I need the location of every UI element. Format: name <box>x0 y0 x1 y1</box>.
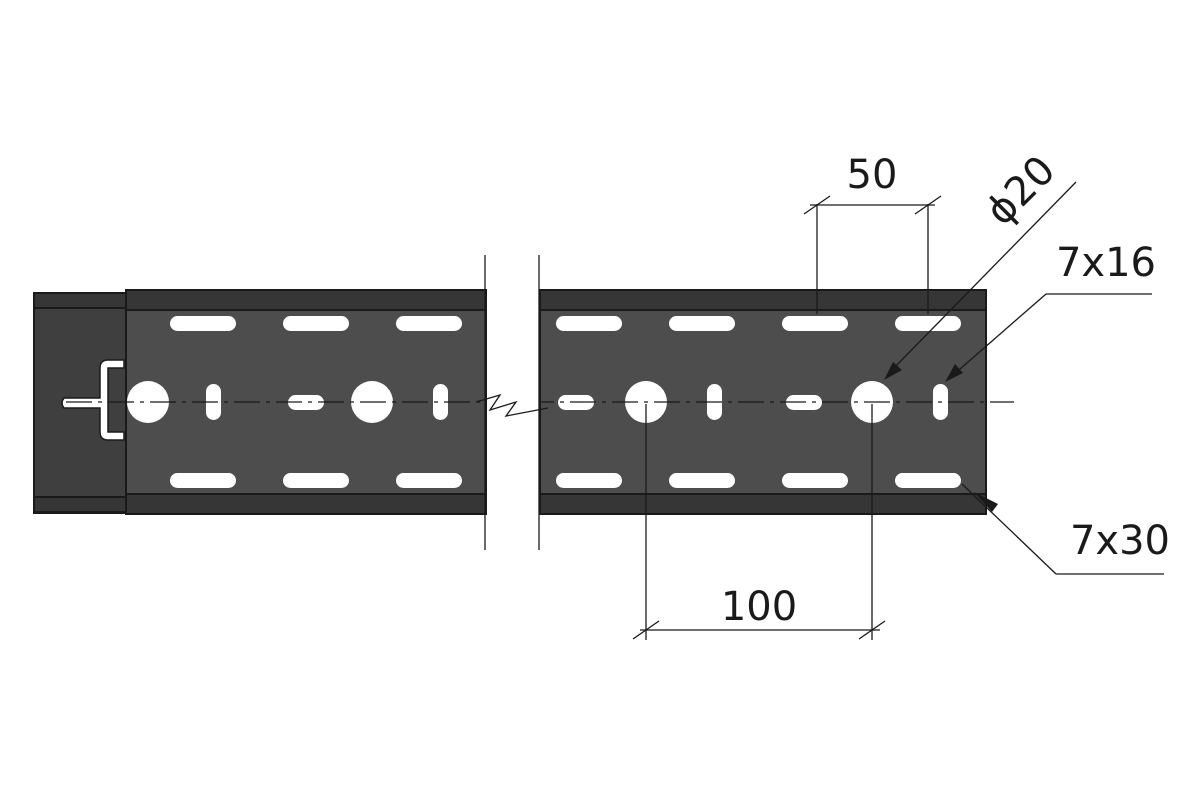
tray-segment-left <box>125 289 487 515</box>
small-slot-horizontal <box>288 395 324 410</box>
long-slot-bottom <box>556 473 622 488</box>
dimension-slot-pitch: 50 <box>803 152 942 314</box>
long-slot-label: 7x30 <box>1070 518 1170 564</box>
latch-clip <box>61 359 125 441</box>
round-hole <box>127 381 169 423</box>
long-slot-bottom <box>669 473 735 488</box>
long-slot-bottom <box>170 473 236 488</box>
hole-diameter-label: ϕ20 <box>977 147 1064 234</box>
tray-coupler-end <box>33 292 131 514</box>
long-slot-top <box>782 316 848 331</box>
long-slot-top <box>170 316 236 331</box>
long-slot-top <box>283 316 349 331</box>
long-slot-bottom <box>396 473 462 488</box>
long-slot-top <box>895 316 961 331</box>
long-slot-top <box>556 316 622 331</box>
long-slot-bottom <box>283 473 349 488</box>
dimension-long-slot: 7x30 <box>961 483 1170 575</box>
break-symbol <box>475 250 549 555</box>
long-slot-bottom <box>782 473 848 488</box>
dimension-hole-pitch: 100 <box>632 404 886 640</box>
small-slot-label: 7x16 <box>1056 240 1156 286</box>
long-slot-top <box>669 316 735 331</box>
hole-pitch-label: 100 <box>721 584 797 630</box>
dimension-small-slot: 7x16 <box>945 240 1156 382</box>
small-slot-vertical <box>433 384 448 420</box>
long-slot-bottom <box>895 473 961 488</box>
slot-pitch-label: 50 <box>847 152 898 198</box>
long-slot-top <box>396 316 462 331</box>
